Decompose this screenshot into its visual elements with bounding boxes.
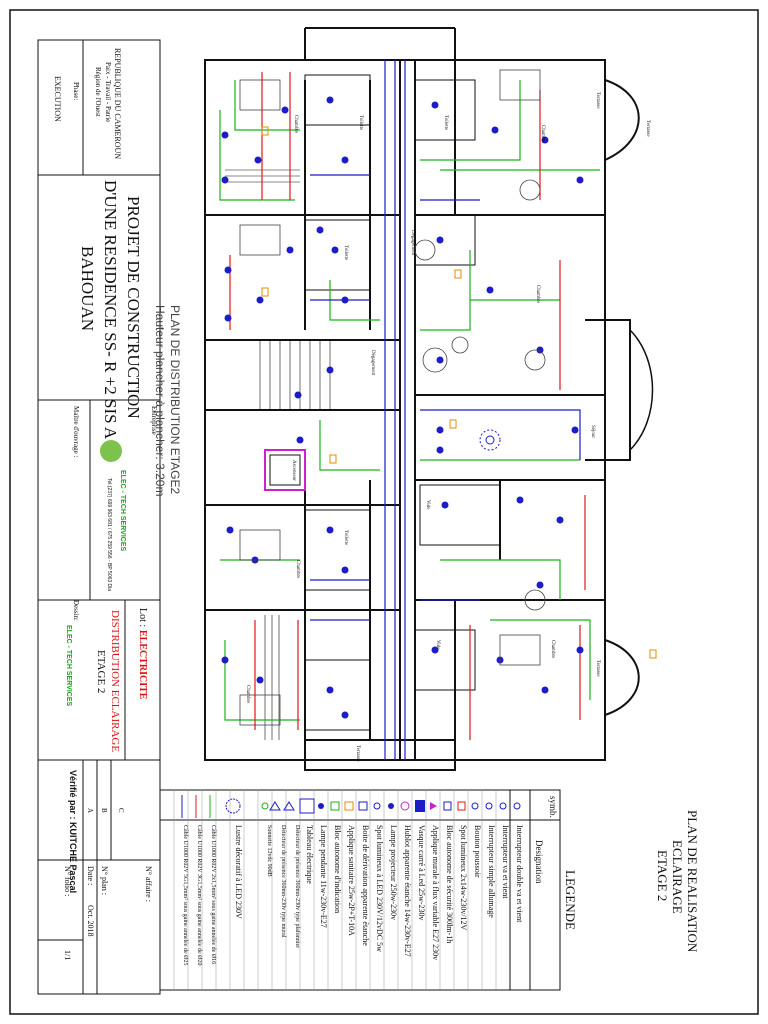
room-label: Toilette [358,115,363,131]
room-label: Chambre [535,285,540,304]
legend-item: Lampe projecteur 250w-230v [389,825,398,921]
room-label: Toilette [343,245,348,261]
legend-item: Interrupteur simple allumage [487,825,496,918]
project-title-line2: D'UNE RESIDENCE SS- R +2 SIS A [101,180,120,440]
room-label: Chambre [293,115,298,134]
legend-item: Tableau électrique [305,825,314,884]
legend-item: Hublot apparente étanche 14w-230v-E27 [403,825,412,957]
legend-item: Lampe pendante 11w-230v-E27 [319,825,328,928]
republic-header: REPUBLIQUE DU CAMEROUN [113,48,122,160]
legend-item: Détecteur de présence 360mn-230v type mu… [280,825,286,938]
legend-item: Spot lumineux 2x14w-230v/12V [459,825,468,931]
legend-item: Applique murale à flux variable E27 230v [431,825,440,961]
revision-a: A [86,808,94,814]
drawing-level: ETAGE 2 [95,650,107,694]
project-title-line3: BAHOUAN [78,246,97,331]
terminal-boxes [261,126,657,659]
drawing-title: DISTRIBUTION ECLAIRAGE [109,610,121,753]
affaire-label: N° affaire : [144,866,153,902]
checked-by-label: Vérifié par : [68,770,78,820]
room-label: Vide [435,640,440,650]
legend-item: Interrupteur va et vient [501,825,510,899]
legend-title: LEGENDE [563,870,578,930]
room-label: Séjour [590,425,595,439]
room-label: Toilette [343,530,348,546]
legend-item: Câble U1000 R02V 5G1,5mm² sous gaine ann… [182,825,188,966]
republic-motto: Paix - Travail - Patrie [104,62,112,123]
legend-symbol-header: symb. [548,796,558,818]
room-label: Chambre [295,560,300,579]
legend-item: Applique sanitaire 25w-2P+T-10A [347,825,356,936]
company-name: ELEC - TECH SERVICES [119,470,126,552]
drawn-by-value: ELEC - TECH SERVICES [65,625,72,707]
revision-c: C [117,808,125,813]
realisation-title-line2: ECLAIRAGE [670,840,685,914]
lot-value: ELECTRICITE [137,630,148,700]
company-logo [100,440,122,462]
room-label: Terrasse [595,660,600,677]
plan-subtitle: Hauteur plancher à plancher: 3.20m [153,305,167,497]
light-points [221,96,584,719]
drawn-by-label: Dessin: [72,600,80,621]
room-label: Terrasse [355,745,360,762]
plan-number-label: N° plan : [100,866,109,895]
outer-frame [9,9,759,1015]
phase-value: EXECUTION [53,76,62,122]
room-label: Dégagement [410,230,415,256]
owner-label: Maître d'ouvrage : [72,406,80,458]
revision-b: B [100,808,108,813]
floor-plan-walls [204,27,654,771]
region-label: Région de l'Ouest [94,67,102,117]
legend-item: Interrupteur double va et vient [515,825,524,923]
legend-item: Spot lumineux à LED 230V/12vDC 5w [375,825,384,952]
realisation-title-line1: PLAN DE REALISATION [685,810,700,953]
legend-item: Bouton poussoir [473,825,482,878]
legend-grid [159,789,561,991]
room-label: Chambre [245,685,250,704]
room-label: Terrasse [595,92,600,109]
legend-item: Détecteur de présence 360mn-230v type pl… [294,825,300,949]
room-label: Toilette [443,115,448,131]
room-label: Ascenseur [291,460,296,481]
room-label: Dégagement [370,350,375,376]
project-title-line1: PROJET DE CONSTRUCTION [124,196,143,419]
folio-value: 1/1 [63,950,72,961]
date-value: Oct. 2018 [86,905,95,937]
legend-designation-header: Designation [534,840,544,884]
title-block-grid [37,39,161,995]
legend-item: Vasque carré à Led 25w-230v [417,825,426,921]
realisation-title-line3: ETAGE 2 [655,850,670,902]
folio-label: N° folio : [63,866,72,897]
legend-item: Sonnette 12vdc 90dB [266,825,272,877]
room-label: Vide [425,500,430,510]
phase-label: Phase: [72,82,80,101]
legend-item: Bloc autonome d'indication [333,825,342,914]
room-label: Chambre [550,640,555,659]
chandelier-symbol [479,429,501,451]
company-details: Tel:(237) 699 963 681 / 675 259 556 - BP… [106,478,112,592]
plan-title: PLAN DE DISTRIBUTION ETAGE2 [168,305,182,495]
legend-item: Câble U1000 R02V 2x1,5mm² sous gaine ann… [210,825,216,965]
room-label: Chambre [540,125,545,144]
legend-item: Lustre décoratif à LED 230V [234,825,243,919]
legend-item: Bloc autonome de sécurité 300lm-1h [445,825,454,944]
date-label: Date : [86,866,95,886]
room-label: Terrasse [645,120,650,137]
lot-label: Lot : [137,608,148,628]
furniture [239,69,546,726]
legend-item: Câble U1000 R02V 3G1,5mm² sous gaine ann… [196,825,202,966]
legend-item: Boite de dérivation apparente étanche [361,825,370,946]
legend-symbols [181,795,521,818]
